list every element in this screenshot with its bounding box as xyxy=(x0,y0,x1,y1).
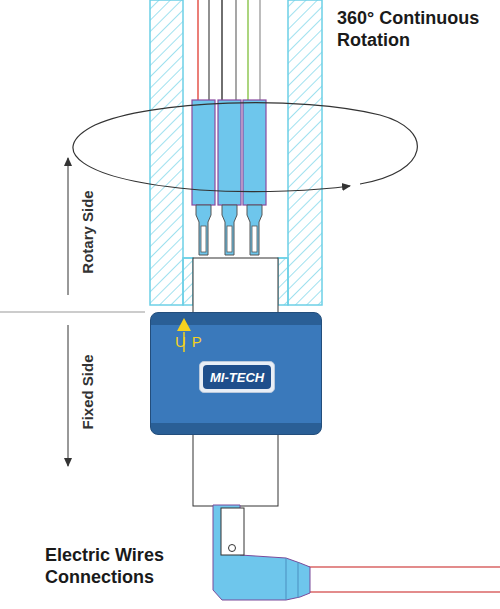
orientation-mark: UP xyxy=(175,333,208,350)
lower-shaft xyxy=(193,434,278,506)
slip-ring-body: UP MI-TECH xyxy=(150,312,322,435)
rotor-connectors xyxy=(192,100,266,255)
brand-logo: MI-TECH xyxy=(199,361,275,393)
separator-line xyxy=(0,312,145,313)
brand-name: MI-TECH xyxy=(210,370,264,385)
wire-terminal xyxy=(213,505,500,600)
side-label: Fixed Side xyxy=(79,354,97,429)
side-label: Rotary Side xyxy=(79,190,97,273)
rotation-arrow xyxy=(73,103,417,192)
caption-label: 360° Continuous Rotation xyxy=(337,8,497,51)
logo-plate: MI-TECH xyxy=(203,365,271,389)
rotor-wires xyxy=(198,0,260,100)
rotary-arrow xyxy=(68,158,69,295)
caption-label: Electric Wires Connections xyxy=(45,545,215,588)
upper-shaft xyxy=(193,258,278,314)
fixed-arrow xyxy=(68,325,69,466)
